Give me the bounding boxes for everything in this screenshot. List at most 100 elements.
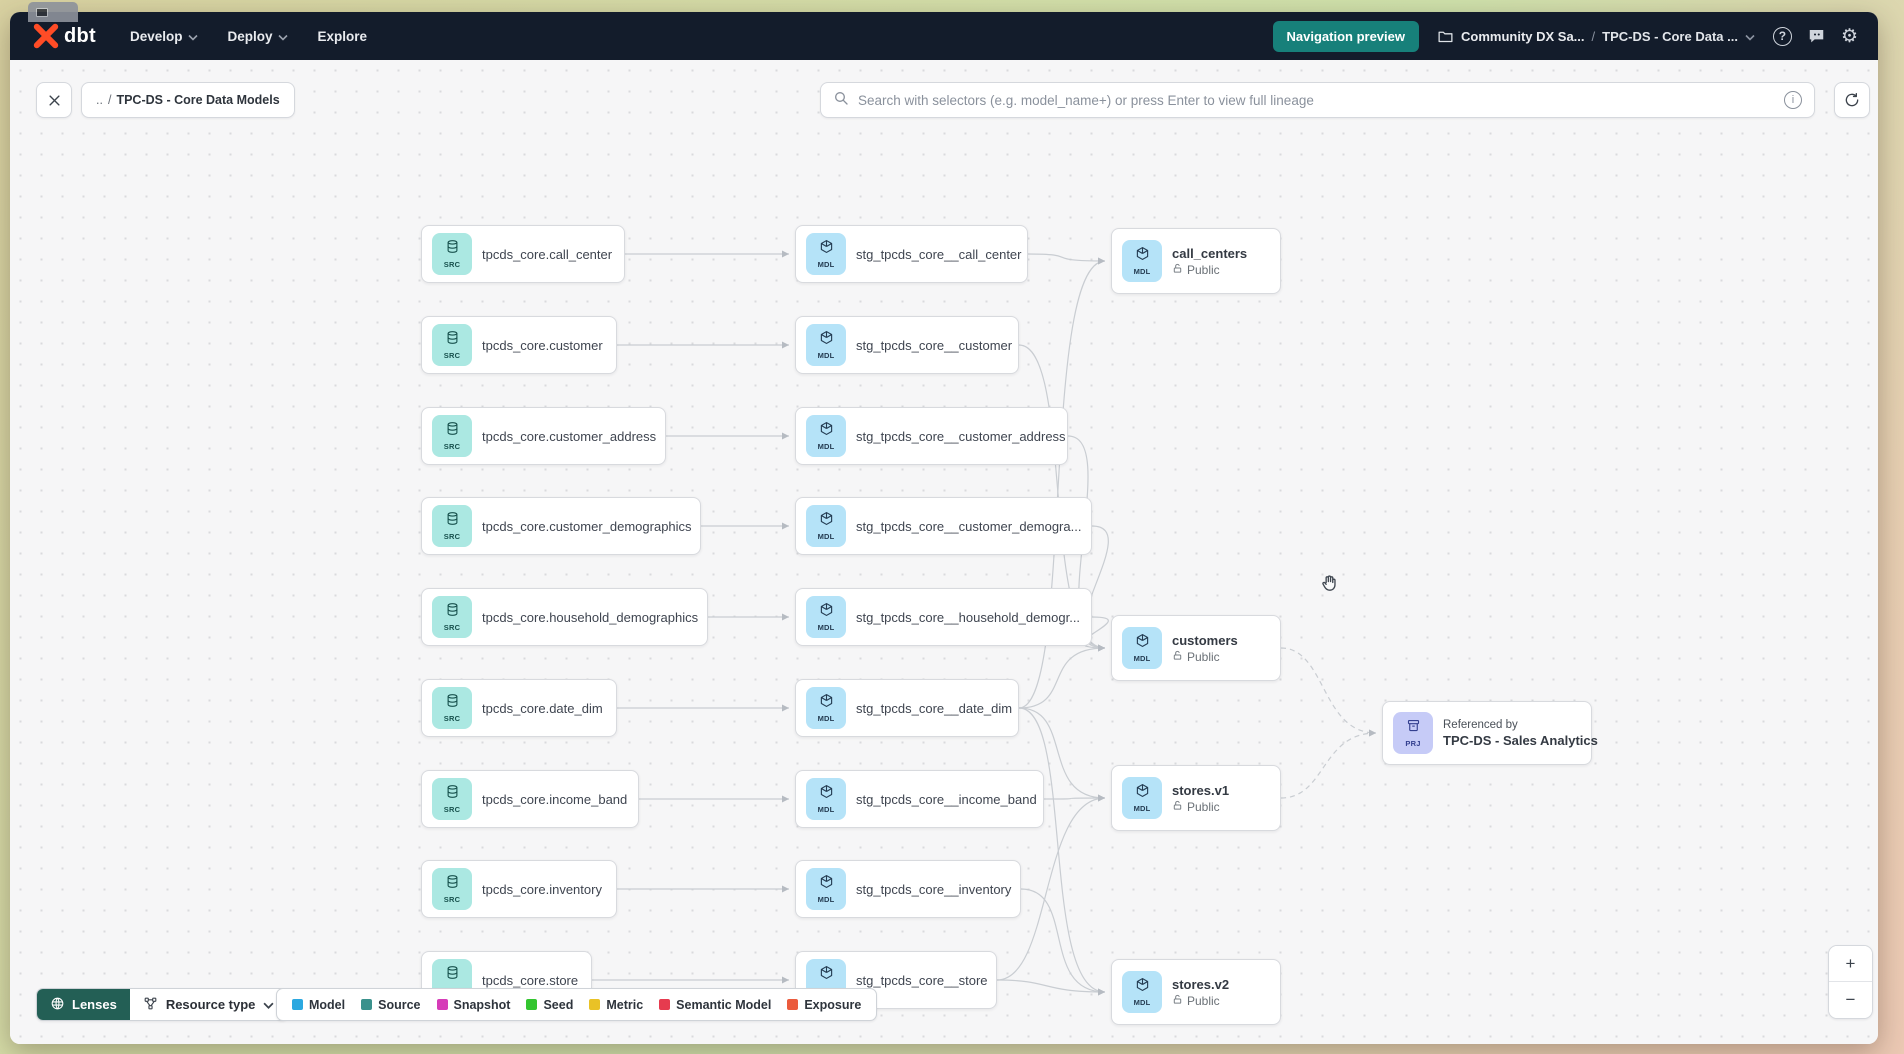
node-label: stg_tpcds_core__household_demogr...: [856, 609, 1081, 625]
model-badge: MDL: [806, 415, 846, 457]
close-lineage-button[interactable]: [36, 82, 72, 118]
cube-icon: [819, 602, 834, 622]
graph-node-stg_customer_demographics[interactable]: MDL stg_tpcds_core__customer_demogra...: [795, 497, 1092, 555]
legend-label: Exposure: [804, 997, 862, 1012]
cube-icon: [819, 784, 834, 804]
node-label: stg_tpcds_core__customer_demogra...: [856, 518, 1082, 534]
nav-right: Navigation preview Community DX Sa... / …: [1272, 20, 1858, 52]
edge-stores_v1-to-prj_sales: [1280, 729, 1377, 799]
database-icon: [445, 239, 460, 259]
help-icon[interactable]: ?: [1772, 26, 1792, 46]
node-label: stores.v1: [1172, 782, 1230, 798]
node-label: stg_tpcds_core__customer_address: [856, 428, 1066, 444]
node-label: tpcds_core.household_demographics: [482, 609, 699, 625]
node-label: TPC-DS - Sales Analytics: [1443, 732, 1598, 748]
nav-menu-deploy[interactable]: Deploy: [228, 29, 288, 44]
lineage-breadcrumb[interactable]: .. / TPC-DS - Core Data Models: [81, 82, 295, 118]
model-badge: MDL: [806, 687, 846, 729]
model-badge: MDL: [806, 324, 846, 366]
public-lock-icon: [1172, 650, 1183, 664]
project-breadcrumb[interactable]: Community DX Sa... / TPC-DS - Core Data …: [1437, 28, 1755, 45]
node-label: customers: [1172, 632, 1238, 648]
node-label: tpcds_core.customer: [482, 337, 603, 353]
database-icon: [445, 330, 460, 350]
badge-label: MDL: [1133, 804, 1151, 813]
zoom-out-button[interactable]: −: [1829, 982, 1872, 1018]
database-icon: [445, 965, 460, 985]
source-badge: SRC: [432, 505, 472, 547]
legend-swatch: [787, 999, 799, 1010]
settings-gear-icon[interactable]: ⚙: [1840, 25, 1858, 47]
breadcrumb-project: Community DX Sa...: [1461, 28, 1585, 44]
model-badge: MDL: [1122, 627, 1162, 669]
node-label: call_centers: [1172, 245, 1248, 261]
node-label: tpcds_core.call_center: [482, 246, 613, 262]
source-badge: SRC: [432, 778, 472, 820]
database-icon: [445, 874, 460, 894]
model-badge: MDL: [806, 505, 846, 547]
resource-type-dropdown[interactable]: Resource type: [129, 989, 288, 1020]
lineage-breadcrumb-up[interactable]: ..: [96, 93, 103, 107]
model-badge: MDL: [806, 868, 846, 910]
edge-stg_date_dim-to-customers: [1018, 644, 1106, 709]
info-icon[interactable]: i: [1784, 91, 1802, 109]
badge-label: SRC: [443, 351, 461, 360]
lineage-breadcrumb-separator: /: [107, 93, 112, 107]
nav-menu-explore[interactable]: Explore: [318, 29, 368, 44]
edge-stg_date_dim-to-stores_v2: [1018, 707, 1106, 996]
badge-label: MDL: [817, 805, 835, 814]
chevron-down-icon: [1745, 29, 1755, 44]
legend-item-semantic-model: Semantic Model: [659, 998, 771, 1012]
dbt-logo-text: dbt: [64, 24, 96, 47]
cube-icon: [819, 511, 834, 531]
model-badge: MDL: [806, 233, 846, 275]
feedback-icon[interactable]: [1807, 27, 1826, 45]
navigation-preview-button[interactable]: Navigation preview: [1272, 20, 1419, 52]
lenses-button[interactable]: Lenses: [37, 989, 130, 1020]
graph-node-src_household_demographics[interactable]: SRC tpcds_core.household_demographics: [421, 588, 708, 646]
model-badge: MDL: [806, 778, 846, 820]
zoom-in-button[interactable]: +: [1829, 946, 1872, 982]
search-input[interactable]: [858, 92, 1775, 108]
model-badge: MDL: [1122, 777, 1162, 819]
badge-label: SRC: [443, 805, 461, 814]
legend-item-exposure: Exposure: [787, 998, 861, 1012]
access-label: Public: [1187, 262, 1220, 277]
refresh-button[interactable]: [1834, 82, 1870, 118]
legend-label: Semantic Model: [676, 997, 772, 1012]
browser-tab-artifact: [28, 2, 78, 22]
dbt-logo[interactable]: dbt: [30, 21, 96, 51]
badge-label: SRC: [443, 895, 461, 904]
graph-node-src_customer[interactable]: SRC tpcds_core.customer: [421, 316, 617, 374]
search-icon: [833, 90, 849, 111]
nav-menu-develop[interactable]: Develop: [130, 29, 198, 44]
edge-stg_call_center-to-call_centers: [1027, 253, 1106, 265]
graph-node-stg_customer_address[interactable]: MDL stg_tpcds_core__customer_address: [795, 407, 1068, 465]
chevron-down-icon: [263, 997, 274, 1012]
referenced-by-label: Referenced by: [1443, 718, 1518, 731]
source-badge: SRC: [432, 596, 472, 638]
cube-icon: [1135, 246, 1150, 266]
edge-stg_income_band-to-stores_v1: [1043, 794, 1106, 802]
archive-icon: [1406, 718, 1421, 738]
badge-label: SRC: [443, 714, 461, 723]
legend-swatch: [436, 999, 448, 1010]
